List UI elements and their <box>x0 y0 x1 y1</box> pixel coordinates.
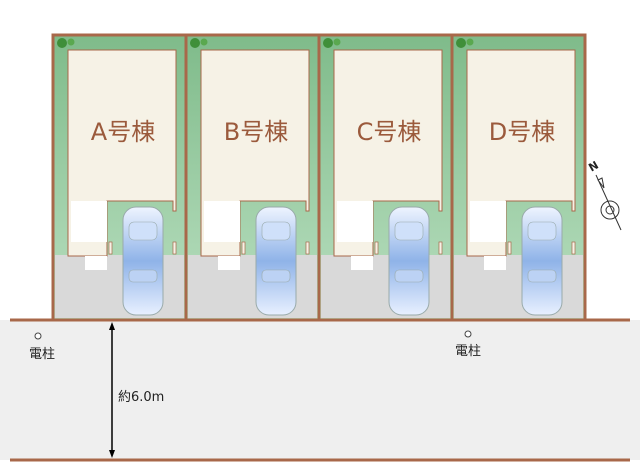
entrance-steps <box>484 256 506 270</box>
road-width-label: 約6.0m <box>118 390 165 405</box>
tree-icon <box>466 38 474 46</box>
lot-label: C号棟 <box>356 118 422 146</box>
car-icon <box>388 206 430 316</box>
utility-pole-label: 電柱 <box>455 344 482 359</box>
lot <box>51 33 188 322</box>
entrance-steps <box>85 256 107 270</box>
car-icon <box>255 206 297 316</box>
utility-pole-icon <box>34 332 42 340</box>
tree-icon <box>190 38 200 48</box>
car-icon <box>122 206 164 316</box>
utility-pole-label: 電柱 <box>29 347 56 362</box>
entrance-steps <box>351 256 373 270</box>
tree-icon <box>200 38 208 46</box>
car-icon <box>521 206 563 316</box>
tree-icon <box>333 38 341 46</box>
lot <box>184 33 321 322</box>
utility-pole-icon <box>464 330 472 338</box>
lot-label: D号棟 <box>488 118 556 146</box>
compass-icon <box>595 174 622 231</box>
road <box>0 320 640 460</box>
tree-icon <box>67 38 75 46</box>
arrow-head-bottom <box>109 450 115 458</box>
lot <box>450 33 587 322</box>
lot <box>317 33 454 322</box>
arrow-head-top <box>109 322 115 330</box>
tree-icon <box>57 38 67 48</box>
lot-label: A号棟 <box>90 118 156 146</box>
lot-label: B号棟 <box>223 118 289 146</box>
tree-icon <box>456 38 466 48</box>
entrance-steps <box>218 256 240 270</box>
tree-icon <box>323 38 333 48</box>
